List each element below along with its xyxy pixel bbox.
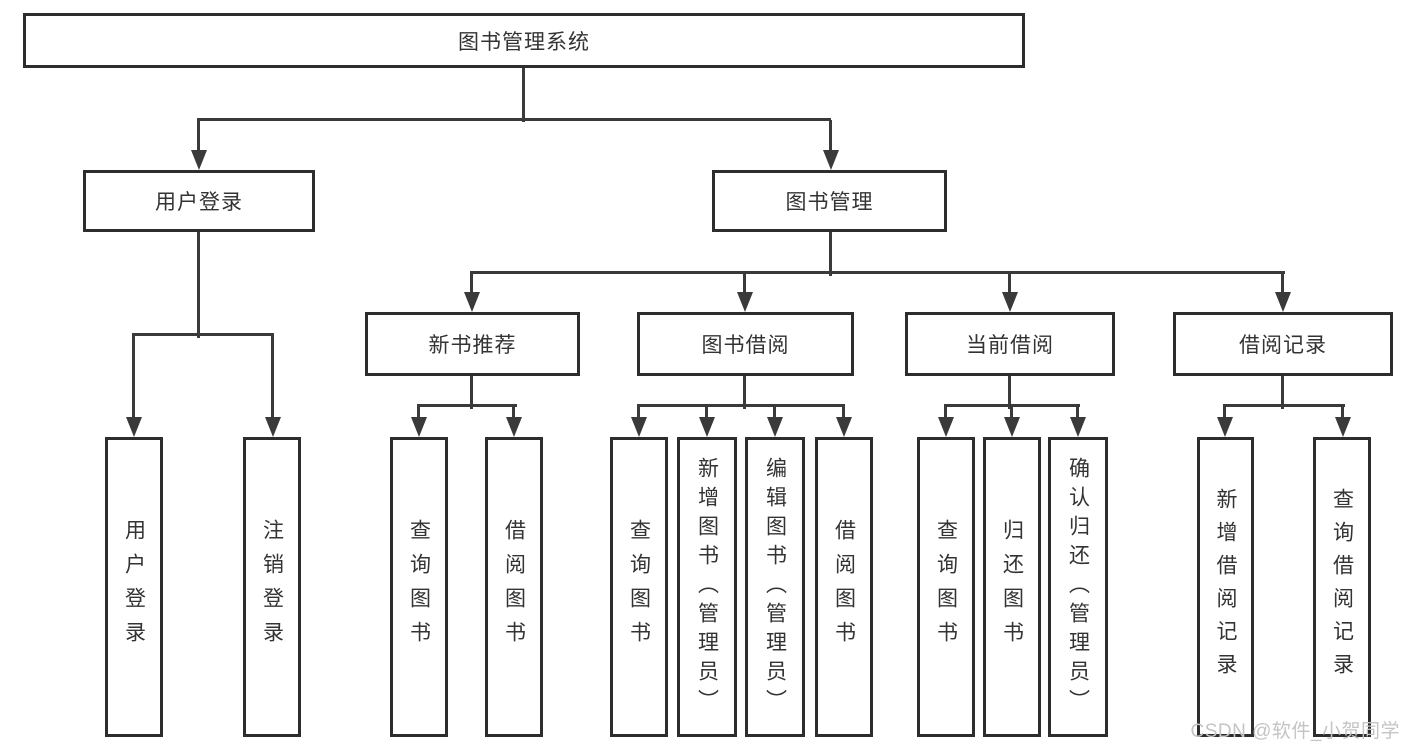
connector-book-borrowing-branch	[637, 404, 845, 407]
node-label: 借阅记录	[1239, 334, 1327, 357]
leaf-add-borrow-record: 新增借阅记录	[1197, 437, 1254, 737]
node-label: 归还图书	[1000, 519, 1024, 655]
connector-current-borrowing-branch	[944, 404, 1080, 407]
node-book-management: 图书管理	[712, 170, 947, 232]
arrowhead-icon	[737, 292, 753, 312]
node-book-borrowing: 图书借阅	[637, 312, 854, 376]
node-current-borrowing: 当前借阅	[905, 312, 1115, 376]
leaf-borrow-books-borrowing: 借阅图书	[815, 437, 873, 737]
node-label: 查询图书	[407, 519, 431, 655]
connector-borrowing-records-branch	[1223, 404, 1345, 407]
arrowhead-icon	[1275, 292, 1291, 312]
node-new-book-recommendation: 新书推荐	[365, 312, 580, 376]
arrowhead-icon	[506, 417, 522, 437]
node-label: 新增图书（管理员）	[695, 456, 719, 718]
node-root-system: 图书管理系统	[23, 13, 1025, 68]
csdn-watermark: CSDN @软件_小贺同学	[1190, 721, 1400, 742]
arrowhead-icon	[1004, 417, 1020, 437]
connector-drop	[705, 406, 708, 419]
arrowhead-icon	[191, 150, 207, 170]
leaf-query-books-borrowing: 查询图书	[610, 437, 668, 737]
leaf-query-borrow-record: 查询借阅记录	[1313, 437, 1371, 737]
connector-drop	[417, 406, 420, 419]
connector-user-login-stem	[197, 232, 200, 338]
leaf-query-books-current: 查询图书	[917, 437, 975, 737]
node-label: 编辑图书（管理员）	[763, 456, 787, 718]
node-label: 借阅图书	[502, 519, 526, 655]
node-label: 用户登录	[155, 191, 243, 214]
node-label: 借阅图书	[832, 519, 856, 655]
connector-drop-leaf-logout	[271, 335, 274, 419]
connector-user-login-branch	[132, 333, 274, 336]
connector-drop-book-management	[829, 120, 832, 152]
connector-drop-user-login	[197, 120, 200, 152]
arrowhead-icon	[265, 417, 281, 437]
connector-drop	[842, 406, 845, 419]
node-label: 图书管理系统	[458, 30, 590, 54]
connector-drop	[944, 406, 947, 419]
leaf-logout: 注销登录	[243, 437, 301, 737]
arrowhead-icon	[631, 417, 647, 437]
arrowhead-icon	[1335, 417, 1351, 437]
connector-book-management-stem	[829, 232, 832, 276]
node-label: 用户登录	[122, 519, 146, 655]
connector-drop	[1341, 406, 1344, 419]
node-label: 查询图书	[934, 519, 958, 655]
node-label: 确认归还（管理员）	[1066, 456, 1090, 718]
leaf-user-login: 用户登录	[105, 437, 163, 737]
connector-new-book-branch	[417, 404, 517, 407]
connector-level2-branch	[197, 118, 831, 121]
node-borrowing-records: 借阅记录	[1173, 312, 1393, 376]
node-label: 查询借阅记录	[1330, 488, 1354, 686]
connector-drop	[773, 406, 776, 419]
leaf-edit-book-admin: 编辑图书（管理员）	[745, 437, 805, 737]
connector-borrowing-records-stem	[1281, 376, 1284, 409]
connector-drop	[637, 406, 640, 419]
arrowhead-icon	[411, 417, 427, 437]
connector-new-book-stem	[470, 376, 473, 409]
connector-drop-leaf-user-login	[132, 335, 135, 419]
leaf-return-book: 归还图书	[983, 437, 1041, 737]
node-user-login: 用户登录	[83, 170, 315, 232]
leaf-confirm-return-admin: 确认归还（管理员）	[1048, 437, 1108, 737]
connector-drop-book-borrowing	[743, 273, 746, 294]
node-label: 新书推荐	[428, 334, 517, 357]
arrowhead-icon	[1002, 292, 1018, 312]
node-label: 新增借阅记录	[1214, 488, 1237, 686]
node-label: 图书借阅	[701, 334, 790, 357]
arrowhead-icon	[836, 417, 852, 437]
arrowhead-icon	[823, 150, 839, 170]
node-label: 图书管理	[785, 191, 874, 214]
connector-current-borrowing-stem	[1008, 376, 1011, 409]
connector-drop	[512, 406, 515, 419]
leaf-query-books-recommend: 查询图书	[390, 437, 448, 737]
arrowhead-icon	[699, 417, 715, 437]
connector-drop-new-book	[470, 273, 473, 294]
node-label: 查询图书	[627, 519, 651, 655]
connector-drop	[1223, 406, 1226, 419]
leaf-borrow-books-recommend: 借阅图书	[485, 437, 543, 737]
connector-drop-current-borrowing	[1008, 273, 1011, 294]
arrowhead-icon	[464, 292, 480, 312]
node-label: 注销登录	[260, 519, 284, 655]
arrowhead-icon	[126, 417, 142, 437]
connector-book-borrowing-stem	[743, 376, 746, 409]
arrowhead-icon	[1070, 417, 1086, 437]
arrowhead-icon	[1217, 417, 1233, 437]
connector-level3-branch	[470, 271, 1285, 274]
connector-drop-borrowing-records	[1281, 273, 1284, 294]
leaf-add-book-admin: 新增图书（管理员）	[677, 437, 737, 737]
arrowhead-icon	[767, 417, 783, 437]
arrowhead-icon	[938, 417, 954, 437]
connector-drop	[1076, 406, 1079, 419]
node-label: 当前借阅	[966, 334, 1054, 357]
connector-root-trunk	[522, 68, 525, 122]
connector-drop	[1010, 406, 1013, 419]
